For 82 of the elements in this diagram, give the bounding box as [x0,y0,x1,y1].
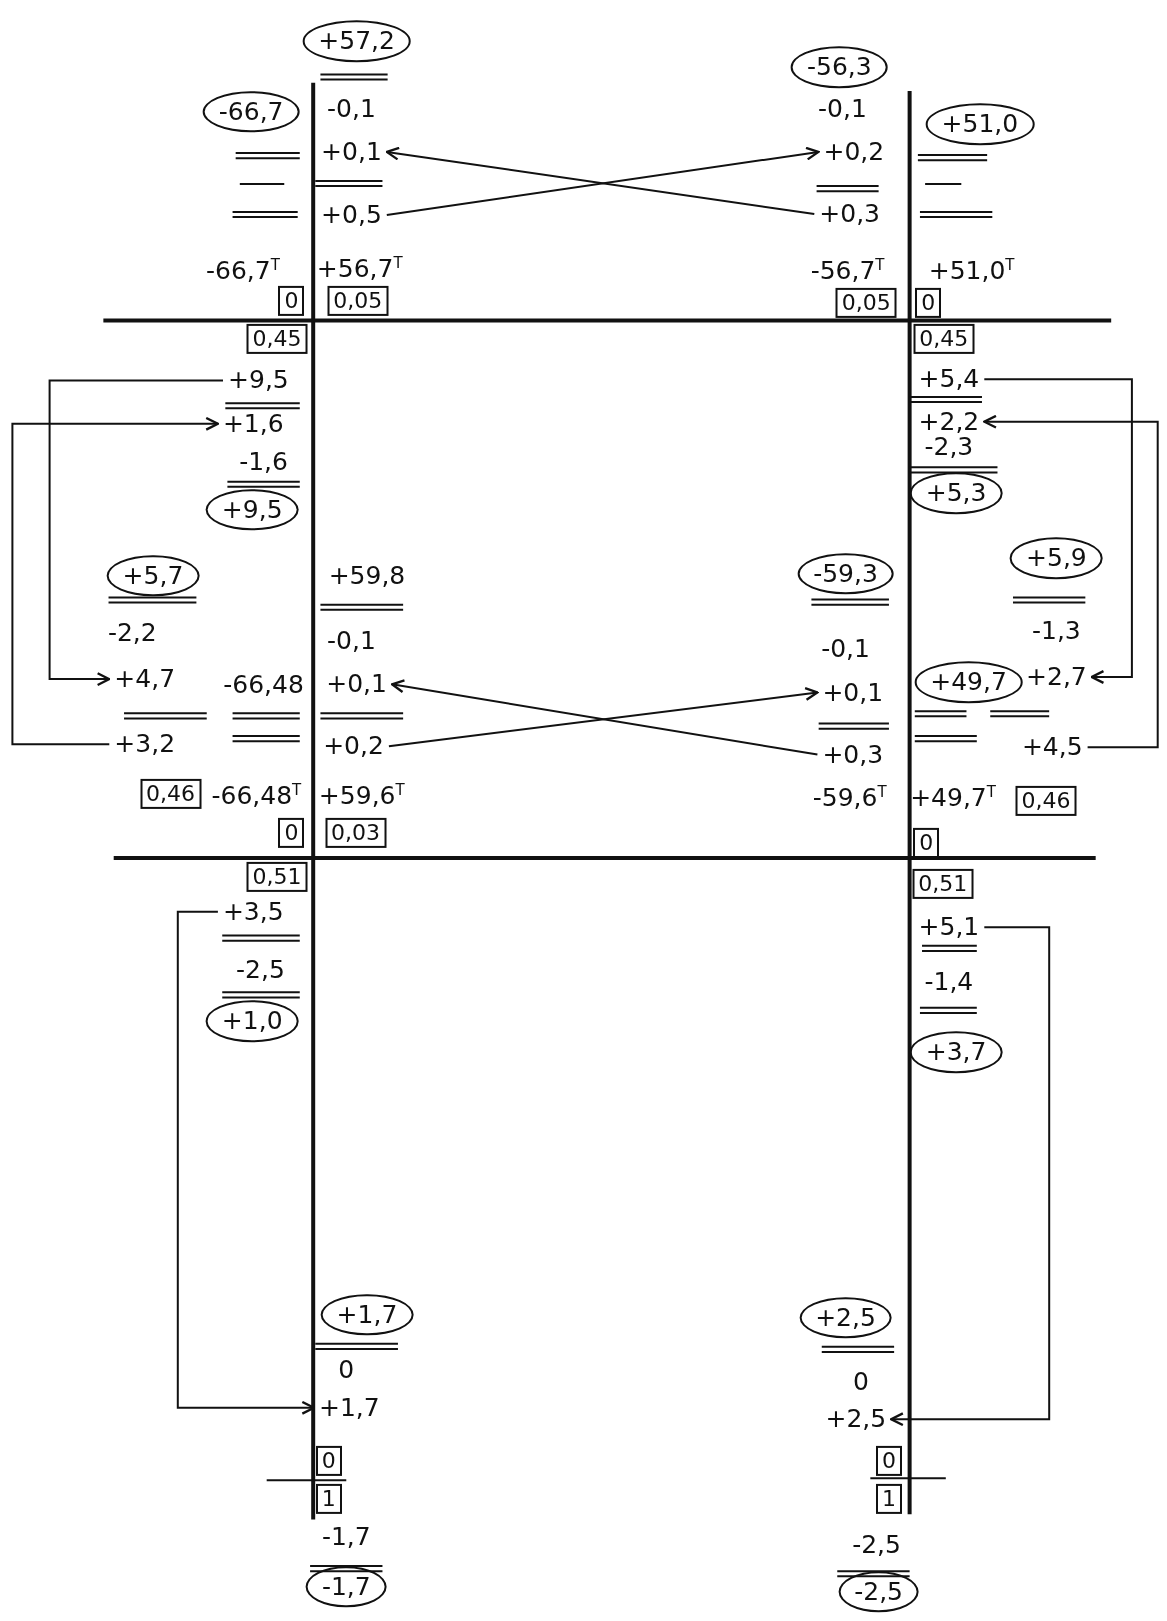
arrow [387,687,819,748]
moment-value: -66,7$^{T}$ [205,256,281,285]
circled-value: +57,2 [302,20,411,63]
boxed-value: 0 [315,1445,342,1476]
moment-value: -1,7 [320,1523,372,1551]
circled-value: +5,9 [1010,537,1103,579]
moment-value: +56,7$^{T}$ [315,254,404,283]
moment-value: +1,6 [221,410,285,438]
boxed-value: 1 [875,1483,902,1514]
moment-value: +49,7$^{T}$ [909,784,997,812]
moment-value: +2,5 [824,1405,888,1433]
moment-value: +0,5 [320,201,383,229]
moment-value: +2,7 [1025,663,1088,691]
circled-value: +3,7 [909,1031,1003,1073]
circled-value: +2,5 [799,1297,892,1339]
moment-value: -2,5 [851,1531,902,1560]
moment-value: 0 [852,1368,870,1396]
boxed-value: 0 [278,285,305,316]
moment-value: -2,2 [106,618,158,647]
moment-value: +3,2 [113,730,177,758]
circled-value: -66,7 [202,90,300,133]
circled-value: +1,7 [320,1294,414,1336]
circled-value: -1,7 [305,1565,387,1608]
moment-value: +5,4 [917,365,981,394]
boxed-value: 0,45 [246,323,308,355]
moment-value: -59,6$^{T}$ [811,784,888,812]
moment-value: +0,1 [821,678,885,707]
moment-value: -0,1 [326,94,377,123]
moment-value: +4,5 [1020,733,1084,762]
moment-value: +0,3 [818,200,881,228]
boxed-value: 0,05 [327,285,389,316]
circled-value: -56,3 [791,46,888,88]
moment-value: +59,8 [327,562,407,590]
moment-value: +4,7 [113,665,177,693]
boxed-value: 0,51 [246,861,308,892]
moment-value: -1,6 [238,448,289,476]
boxed-value: 0,51 [912,868,974,899]
boxed-value: 0,05 [835,287,897,318]
moment-value: +59,6$^{T}$ [317,782,406,810]
circled-value: +51,0 [925,103,1035,145]
moment-value: -66,48$^{T}$ [210,782,303,810]
moment-value: 0 [337,1355,356,1384]
circled-value: -59,3 [797,552,894,595]
arrow [48,379,224,687]
arrow [390,679,819,756]
arrow [11,416,220,746]
arrow [890,926,1051,1427]
boxed-value: 0,46 [1015,786,1077,817]
circled-value: +5,7 [106,555,200,597]
boxed-value: 0 [913,828,940,859]
moment-value: -2,5 [235,955,286,984]
boxed-value: 0 [278,818,305,849]
moment-value: +0,1 [325,670,388,699]
circled-value: +49,7 [914,661,1023,703]
boxed-value: 0,03 [325,818,387,849]
moment-value: -0,1 [817,94,868,123]
boxed-value: 1 [315,1483,342,1514]
moment-value: +0,2 [822,138,886,166]
boxed-value: 0 [915,287,942,318]
moment-value: +0,2 [322,732,385,761]
boxed-value: 0,45 [913,323,975,355]
moment-value: -1,4 [923,968,975,996]
moment-value: +0,1 [320,138,383,166]
moment-value: +0,3 [821,740,885,769]
moment-value: -56,7$^{T}$ [809,256,886,285]
moment-value: -0,1 [820,635,871,663]
circled-value: +1,0 [205,1000,299,1042]
arrow [983,378,1133,684]
boxed-value: 0 [875,1445,902,1476]
boxed-value: 0,46 [140,778,202,809]
arrow [983,414,1159,749]
moment-value: -1,3 [1031,616,1082,645]
moment-value: +9,5 [227,366,290,395]
moment-value: +3,5 [221,897,285,926]
moment-value: +1,7 [318,1394,381,1422]
circled-value: +5,3 [909,472,1003,514]
circled-value: +9,5 [205,488,299,531]
circled-value: -2,5 [838,1571,919,1613]
moment-value: -66,48 [222,671,305,700]
moment-value: +51,0$^{T}$ [927,256,1016,285]
moment-value: -0,1 [326,627,377,655]
moment-value: +5,1 [917,913,981,941]
